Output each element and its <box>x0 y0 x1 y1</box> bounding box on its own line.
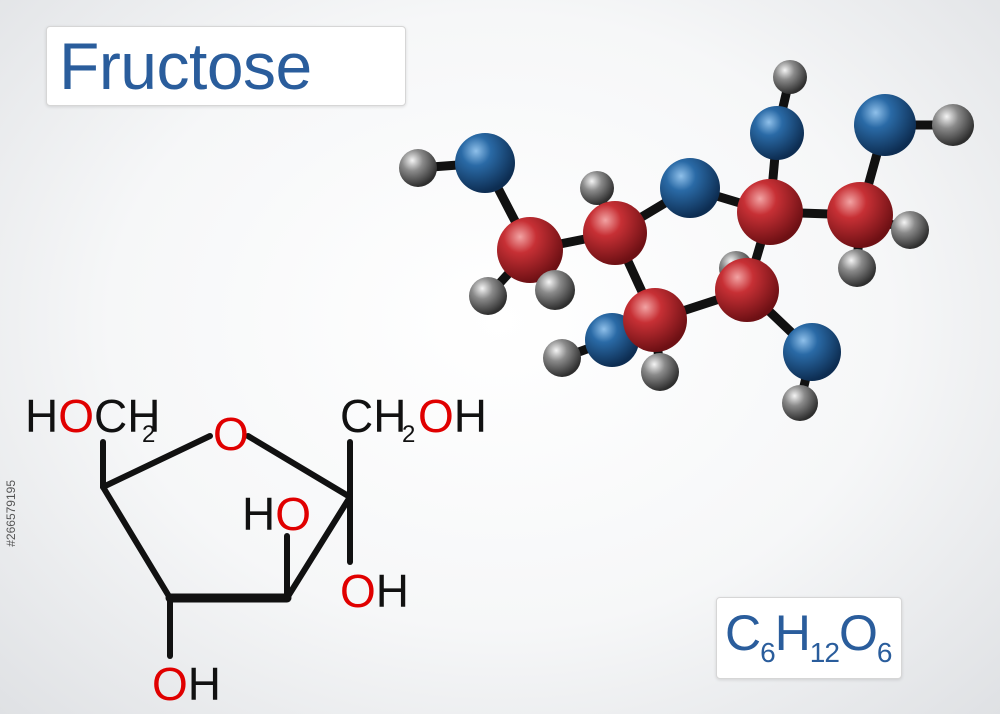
bond-c3-c2 <box>284 494 353 601</box>
bottom-hydroxyl: OH <box>152 658 221 710</box>
top-right-subscript: 2 <box>402 421 415 448</box>
model-atoms <box>399 60 974 421</box>
oxygen-atom <box>750 106 804 160</box>
hydrogen-atom <box>641 353 679 391</box>
right-hydroxyl: OH <box>340 565 409 617</box>
hydrogen-atom <box>782 385 818 421</box>
formula-element: O <box>838 605 878 661</box>
top-left-group: HOCH <box>25 390 160 442</box>
carbon-atom <box>497 217 563 283</box>
formula-count: 12 <box>809 637 840 668</box>
title-box: Fructose <box>46 26 406 106</box>
carbon-atom <box>623 288 687 352</box>
bond-o-c2 <box>245 433 353 500</box>
oxygen-atom <box>660 158 720 218</box>
hydrogen-atom <box>535 270 575 310</box>
top-left-subscript: 2 <box>142 421 155 448</box>
molecular-formula: C6H12O6 <box>725 604 892 668</box>
oxygen-atom <box>854 94 916 156</box>
carbon-atom <box>737 179 803 245</box>
hydrogen-atom <box>469 277 507 315</box>
ring-bonds <box>100 433 353 659</box>
hydrogen-atom <box>838 249 876 287</box>
formula-count: 6 <box>760 637 776 668</box>
top-right-hydroxyl: OH <box>418 390 487 442</box>
formula-element: C <box>725 605 761 661</box>
hydrogen-atom <box>773 60 807 94</box>
hydrogen-atom <box>891 211 929 249</box>
formula-element: H <box>774 605 811 661</box>
hydrogen-atom <box>543 339 581 377</box>
carbon-atom <box>827 182 893 248</box>
molecular-formula-box: C6H12O6 <box>716 597 902 679</box>
oxygen-atom <box>455 133 515 193</box>
top-right-carbon: CH <box>340 390 406 442</box>
hydrogen-atom <box>580 171 614 205</box>
bond-c5-o <box>100 433 213 490</box>
hydrogen-atom <box>399 149 437 187</box>
inner-hydroxyl: HO <box>242 488 311 540</box>
ring-oxygen: O <box>213 408 249 460</box>
carbon-atom <box>715 258 779 322</box>
bond-c5-c4 <box>100 484 173 601</box>
oxygen-atom <box>783 323 841 381</box>
formula-count: 6 <box>876 637 893 668</box>
page-title: Fructose <box>59 29 312 103</box>
hydrogen-atom <box>932 104 974 146</box>
carbon-atom <box>583 201 647 265</box>
